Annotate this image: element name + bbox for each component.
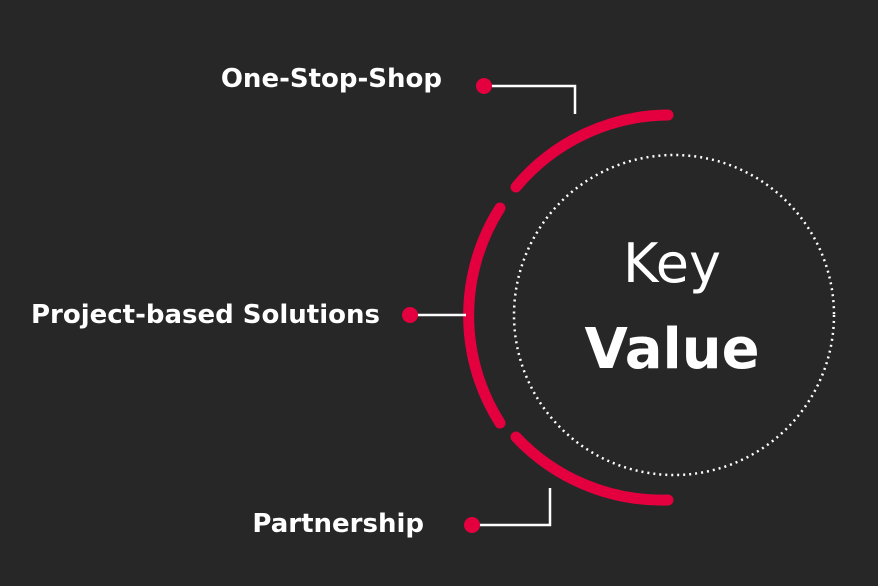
item-label-partnership: Partnership [252,509,424,539]
center-title-value: Value [584,317,760,382]
arc-segment-middle [463,202,506,429]
arc-segment-top [510,109,674,193]
connector-dot-one-stop [476,78,492,94]
center-title-key: Key [623,232,721,295]
item-label-one-stop-shop: One-Stop-Shop [220,64,442,94]
connector-line-one-stop [484,84,577,114]
arc-segment-bottom [510,431,674,506]
connector-dot-partnership [464,517,480,533]
connector-line-partnership [472,488,552,527]
item-label-project-based-solutions: Project-based Solutions [30,300,380,330]
connector-dot-project [402,307,418,323]
center-dotted-circle [512,153,836,477]
